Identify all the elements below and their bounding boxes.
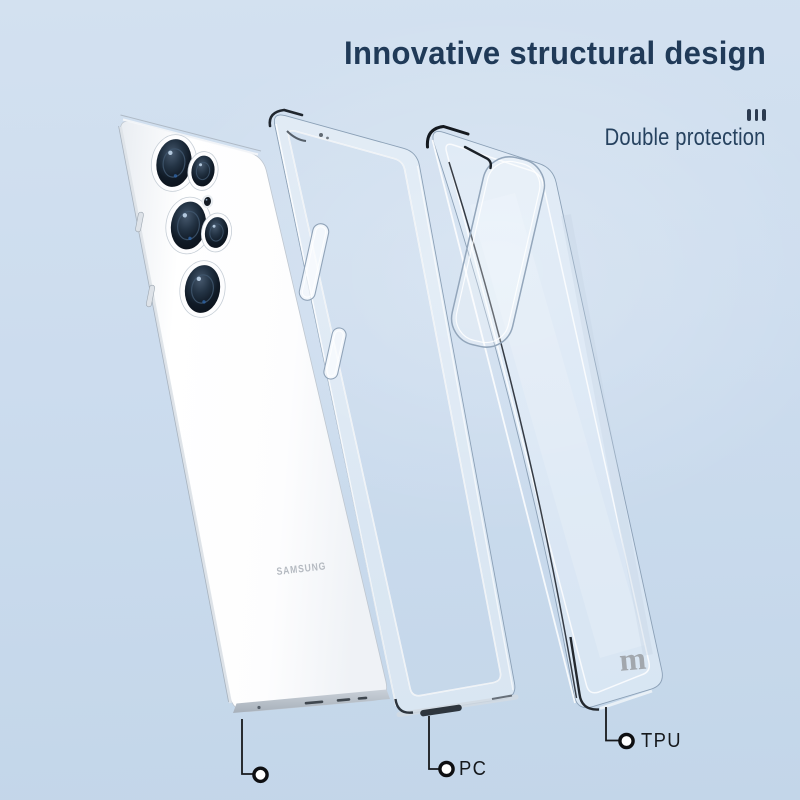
phone-mic-hole <box>257 705 261 710</box>
tpu-shine-streak <box>470 193 645 658</box>
camera-lens-large <box>179 260 226 318</box>
pc-frame-bottom-corner-shadow <box>394 698 414 714</box>
tpu-left-highlight <box>431 139 576 704</box>
callout-label-tpu: TPU <box>641 730 682 752</box>
pc-frame-bottom-tick <box>491 694 513 700</box>
pc-frame-charge-port <box>420 704 462 717</box>
tpu-bottom-highlight <box>599 689 653 710</box>
callout-line-pc <box>428 716 439 770</box>
tpu-body <box>432 131 663 709</box>
phone-bottom-ports <box>304 696 368 705</box>
camera-lens-large <box>150 134 198 192</box>
camera-lens-small <box>187 151 219 191</box>
tpu-inner-wall <box>445 143 650 694</box>
laser-sensor <box>201 194 214 209</box>
callout-lines <box>241 707 619 775</box>
tpu-corner-shadow <box>425 124 470 149</box>
phone-side-key-volume <box>135 211 144 233</box>
callout-line-phone <box>241 719 253 775</box>
tpu-backplate-layer <box>425 124 663 711</box>
three-bars-icon <box>747 108 766 121</box>
phone-bottom-band <box>233 689 390 713</box>
pc-frame-corner-shadow <box>268 108 304 128</box>
phone-top-edge-highlight <box>122 118 259 156</box>
phone-layer <box>118 114 390 713</box>
tpu-right-wall-shade <box>561 214 653 656</box>
bar-glyph <box>754 109 759 121</box>
bar-glyph <box>747 109 751 121</box>
camera-lens-small <box>200 212 233 253</box>
pc-frame-left-highlight <box>275 123 397 707</box>
camera-lens-large <box>165 196 212 255</box>
callout-dot-phone <box>252 766 269 784</box>
camera-cluster <box>150 134 233 318</box>
pc-frame-speck <box>326 136 329 140</box>
case-maker-logo: m <box>617 639 648 678</box>
tpu-camera-cutout <box>450 156 546 348</box>
callout-dot-pc <box>438 760 455 778</box>
pc-frame-volume-button <box>298 223 330 301</box>
tagline-text: Double protection <box>605 124 766 151</box>
pc-frame-layer <box>268 108 519 717</box>
tpu-bottom-corner-shadow <box>569 636 600 711</box>
pc-frame-power-button <box>323 327 347 380</box>
bar-glyph <box>762 109 766 121</box>
callout-label-pc: PC <box>459 758 488 780</box>
tpu-cutout-shadow <box>463 145 493 170</box>
callout-line-tpu <box>605 707 619 742</box>
pc-frame-inner-highlight <box>287 130 502 697</box>
phone-side-key-power <box>145 284 156 308</box>
page-title: Innovative structural design <box>343 35 766 71</box>
pc-frame-right-highlight <box>416 165 514 691</box>
phone-top-edge-shade <box>120 114 262 152</box>
pc-frame-corner-tick <box>286 130 307 142</box>
callout-dot-tpu <box>618 732 635 750</box>
pc-frame-speck <box>319 133 323 137</box>
